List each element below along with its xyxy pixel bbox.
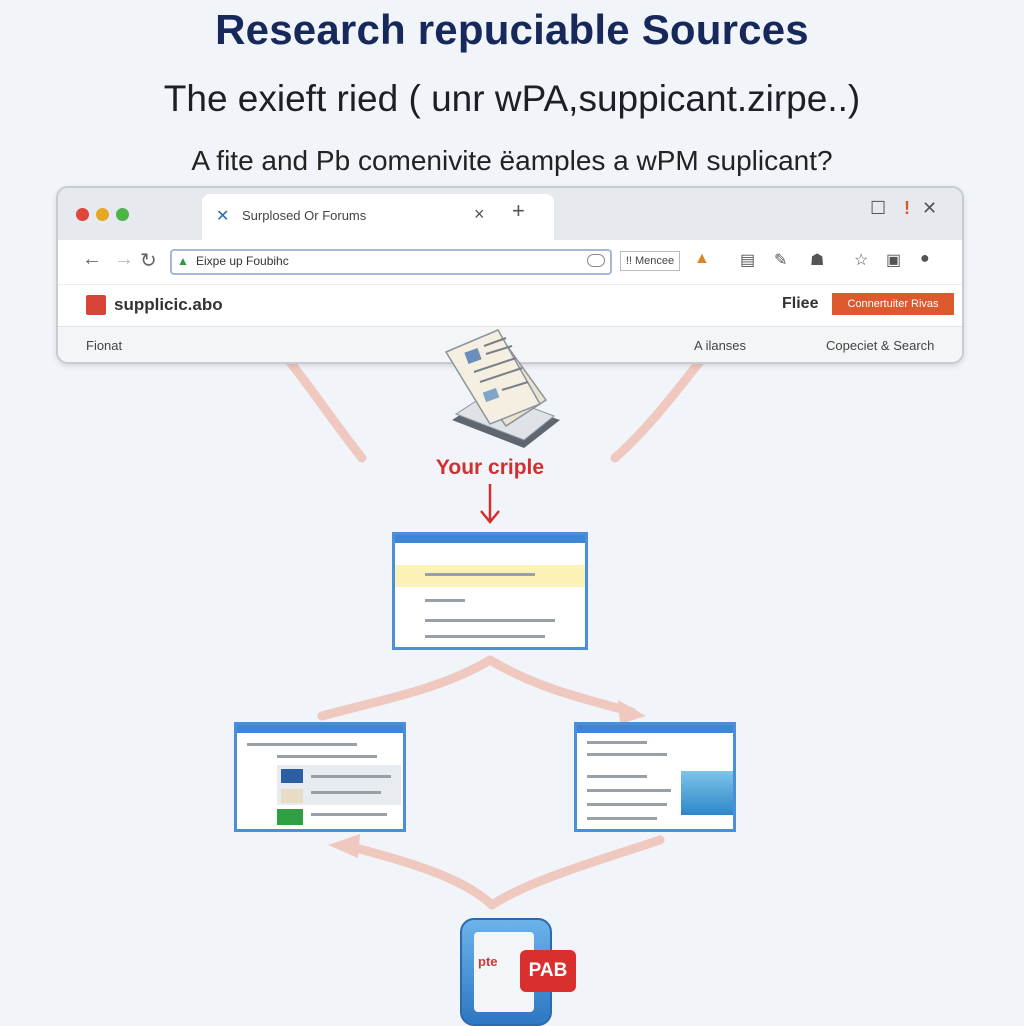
pdf-label: pte [478,954,498,969]
center-label: Your criple [435,456,545,479]
pdf-badge: PAB [520,950,576,992]
close-window-icon[interactable]: ✕ [922,198,938,218]
connector-to-right-window [485,655,637,717]
reload-icon[interactable]: ↻ [140,250,157,272]
result-window-right [574,722,736,832]
nav-item-mid[interactable]: A ilanses [694,338,747,353]
page-subtitle: The exieft ried ( unr wPA,suppicant.zirp… [163,78,861,119]
browser-window: ✕ Surplosed Or Forums × + ☐ ! ✕ ← → ↻ ▲ … [56,186,964,364]
back-icon[interactable]: ← [82,248,102,270]
address-bar[interactable]: ▲ Eixpe up Foubihc [170,249,612,275]
menu-icon[interactable]: ▣ [886,252,902,269]
thumbnail-image [281,789,303,803]
site-header: supplicic.abo Fliee Connertuiter Rivas [58,284,962,327]
window-titlebar [577,725,733,733]
thumbnail-image [277,809,303,825]
document-stack-icon [444,329,560,448]
highlight-row [395,565,585,587]
pen-icon[interactable]: ✎ [774,252,788,269]
connector-right-arrow-head [618,700,646,724]
help-icon[interactable]: ● [920,250,930,267]
close-dot-icon[interactable] [76,208,89,221]
connector-left-arrow-head [328,834,360,858]
tab-strip: ✕ Surplosed Or Forums × + ☐ ! ✕ [58,188,962,240]
restore-window-icon[interactable]: ☐ [870,198,887,218]
tab-active[interactable]: ✕ Surplosed Or Forums × [202,194,554,240]
window-titlebar [395,535,585,543]
print-icon[interactable]: ▤ [740,252,756,269]
nav-item-right[interactable]: Copeciet & Search [826,338,935,353]
maximize-dot-icon[interactable] [116,208,129,221]
extension-button[interactable]: !! Mencee [620,251,680,271]
site-logo-icon [86,295,106,315]
connector-bottom-left [340,840,497,910]
new-tab-icon[interactable]: + [512,198,525,223]
tab-close-icon[interactable]: × [474,204,485,224]
page-title: Research repuciable Sources [215,6,809,53]
site-cta-button[interactable]: Connertuiter Rivas [832,293,954,315]
thumbnail-image [281,769,303,783]
page-question: A fite and Pb comenivite ëamples a wPM s… [191,145,833,176]
window-titlebar [237,725,403,733]
bag-icon[interactable]: ☗ [810,252,825,269]
star-icon[interactable]: ☆ [854,252,869,269]
connector-bottom-right [487,835,665,910]
nav-item-left[interactable]: Fionat [86,338,123,353]
search-pill-icon[interactable] [587,254,605,267]
site-file-link[interactable]: Fliee [782,295,819,312]
site-logo-text[interactable]: supplicic.abo [114,295,223,314]
address-text: Eixpe up Foubihc [196,254,289,268]
minimize-dot-icon[interactable] [96,208,109,221]
result-window-left [234,722,406,832]
thumbnail-image [681,771,733,815]
tab-title: Surplosed Or Forums [242,208,367,223]
down-arrow-head [480,510,500,524]
alert-icon[interactable]: ! [904,198,910,218]
connector-to-left-window [317,655,495,721]
drive-icon[interactable]: ▲ [694,250,710,267]
result-window-center [392,532,588,650]
forward-icon[interactable]: → [114,248,134,270]
pdf-file-icon: pte PAB [456,914,580,1026]
lock-icon: ▲ [177,254,189,268]
favicon-icon: ✕ [216,208,230,225]
browser-toolbar: ← → ↻ ▲ Eixpe up Foubihc !! Mencee ▲ ▤ ✎… [58,240,962,284]
